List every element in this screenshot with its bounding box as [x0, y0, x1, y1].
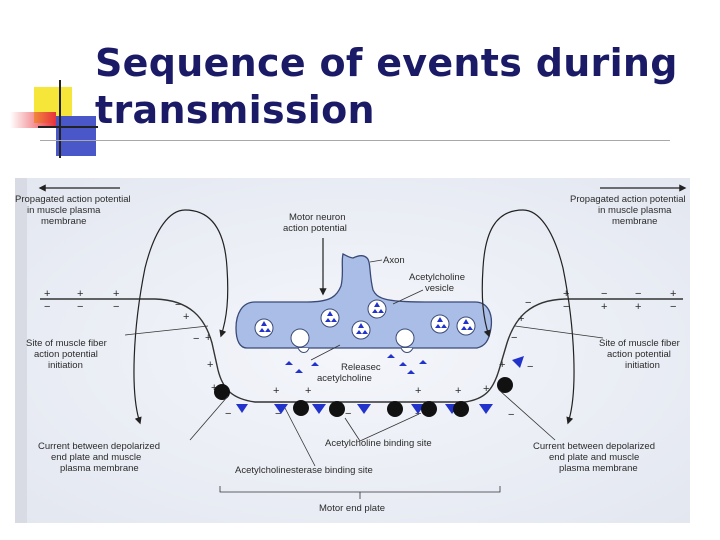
svg-text:+: + — [518, 313, 524, 325]
svg-text:−: − — [44, 301, 50, 313]
label-released-2: acetylcholine — [317, 373, 372, 384]
label-propagated-left-2: in muscle plasma — [27, 205, 101, 216]
label-axon: Axon — [383, 255, 405, 266]
svg-text:+: + — [563, 288, 569, 300]
label-propagated-right-1: Propagated action potential — [570, 194, 686, 205]
svg-text:−: − — [508, 409, 514, 421]
label-vesicle-1: Acetylcholine — [409, 272, 465, 283]
label-released-1: Releasec — [341, 362, 381, 373]
decor-red-bar — [10, 112, 56, 128]
svg-text:+: + — [44, 288, 50, 300]
svg-text:−: − — [563, 301, 569, 313]
diagram-left-edge — [15, 178, 27, 523]
label-site-left-2: action potential — [34, 349, 98, 360]
vesicle-release-left — [297, 347, 310, 353]
decor-horizontal-line — [38, 126, 98, 128]
svg-text:−: − — [175, 299, 181, 311]
label-site-right-1: Site of muscle fiber — [599, 338, 680, 349]
label-esterase-site: Acetylcholinesterase binding site — [235, 465, 373, 476]
svg-text:−: − — [635, 288, 641, 300]
current-loop-left — [133, 209, 229, 425]
svg-text:+: + — [455, 385, 461, 397]
title-divider — [40, 140, 670, 141]
label-propagated-left-3: membrane — [41, 216, 86, 227]
label-site-right-2: action potential — [607, 349, 671, 360]
label-motor-end-plate: Motor end plate — [319, 503, 385, 514]
label-current-right-1: Current between depolarized — [533, 441, 655, 452]
label-site-right-3: initiation — [625, 360, 660, 371]
svg-text:+: + — [207, 359, 213, 371]
svg-text:−: − — [193, 333, 199, 345]
acetylcholine-molecules — [259, 302, 473, 334]
title-line-1: Sequence of events during — [95, 41, 678, 85]
muscle-plasma-membrane — [40, 298, 683, 403]
svg-text:+: + — [601, 301, 607, 313]
label-site-left-3: initiation — [48, 360, 83, 371]
svg-text:−: − — [275, 408, 281, 420]
neuromuscular-junction-diagram: + + + − − − − + − + + + − − − − + + + + … — [15, 178, 690, 523]
label-propagated-right-3: membrane — [612, 216, 657, 227]
current-loop-right — [481, 209, 575, 425]
svg-text:−: − — [345, 408, 351, 420]
svg-text:+: + — [77, 288, 83, 300]
label-current-right-2: end plate and muscle — [549, 452, 639, 463]
label-current-left-3: plasma membrane — [60, 463, 139, 474]
axon-terminal — [235, 253, 493, 349]
label-binding-site: Acetylcholine binding site — [325, 438, 432, 449]
svg-text:+: + — [183, 311, 189, 323]
svg-text:−: − — [670, 301, 676, 313]
title-line-2: transmission — [95, 88, 375, 132]
acetylcholine-vesicles — [254, 299, 476, 348]
label-motor-neuron-1: Motor neuron — [289, 212, 346, 223]
svg-text:−: − — [511, 332, 517, 344]
svg-text:+: + — [635, 301, 641, 313]
leader-lines — [124, 259, 604, 499]
svg-text:+: + — [670, 288, 676, 300]
label-current-right-3: plasma membrane — [559, 463, 638, 474]
page-title: Sequence of events during transmission — [95, 40, 705, 134]
svg-text:+: + — [113, 288, 119, 300]
label-motor-neuron-2: action potential — [283, 223, 347, 234]
svg-text:+: + — [483, 383, 489, 395]
svg-text:−: − — [225, 408, 231, 420]
label-propagated-left-1: Propagated action potential — [15, 194, 131, 205]
svg-text:+: + — [415, 385, 421, 397]
label-propagated-right-2: in muscle plasma — [598, 205, 672, 216]
label-site-left-1: Site of muscle fiber — [26, 338, 107, 349]
released-acetylcholine — [285, 354, 427, 374]
svg-text:+: + — [499, 359, 505, 371]
svg-text:−: − — [525, 297, 531, 309]
diagram-background — [15, 178, 690, 523]
label-vesicle-2: vesicle — [425, 283, 454, 294]
vesicle-release-right — [400, 347, 414, 353]
svg-text:+: + — [305, 385, 311, 397]
label-current-left-2: end plate and muscle — [51, 452, 141, 463]
svg-text:−: − — [113, 301, 119, 313]
svg-text:−: − — [601, 288, 607, 300]
svg-text:+: + — [205, 332, 211, 344]
decor-vertical-line — [59, 80, 61, 158]
decor-blue-square — [56, 116, 96, 156]
svg-text:+: + — [273, 385, 279, 397]
svg-text:−: − — [77, 301, 83, 313]
label-current-left-1: Current between depolarized — [38, 441, 160, 452]
svg-text:−: − — [527, 361, 533, 373]
